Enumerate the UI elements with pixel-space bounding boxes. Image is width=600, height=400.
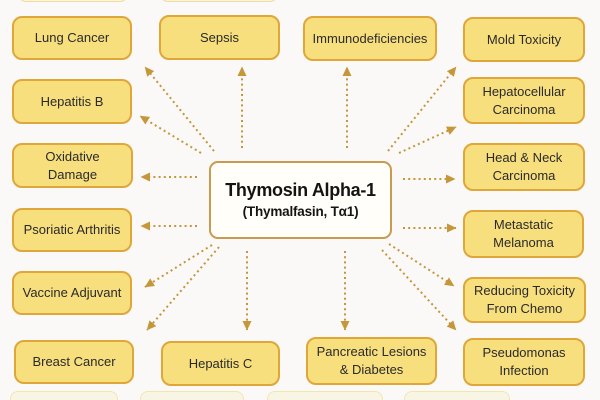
node-oxidative-damage: Oxidative Damage <box>12 143 133 188</box>
node-immunodeficiencies: Immunodeficiencies <box>303 16 437 61</box>
node-pseudomonas-infection: Pseudomonas Infection <box>463 338 585 386</box>
node-hepatocellular-carcinoma: Hepatocellular Carcinoma <box>463 77 585 124</box>
node-label: Immunodeficiencies <box>312 30 428 46</box>
node-mold-toxicity: Mold Toxicity <box>463 17 585 62</box>
arrow-to-vaccine-adjuvant <box>144 244 213 288</box>
center-node-subtitle: (Thymalfasin, Tα1) <box>242 203 359 219</box>
node-hepatitis-c: Hepatitis C <box>161 341 280 386</box>
arrow-to-pseudomonas-infection <box>381 249 457 331</box>
node-label: Breast Cancer <box>32 354 116 370</box>
node-label: Head & Neck Carcinoma <box>485 150 563 183</box>
node-head-neck-carcinoma: Head & Neck Carcinoma <box>463 143 585 191</box>
node-label: Pancreatic Lesions & Diabetes <box>316 344 427 377</box>
node-label: Pseudomonas Infection <box>482 345 566 378</box>
node-psoriatic-arthritis: Psoriatic Arthritis <box>12 208 132 252</box>
crop-artifact-bottom <box>267 391 383 400</box>
node-label: Hepatitis B <box>40 93 104 109</box>
arrow-to-lung-cancer <box>144 66 215 152</box>
crop-artifact-bottom <box>10 391 118 400</box>
node-reducing-toxicity-from-chemo: Reducing Toxicity From Chemo <box>463 277 586 323</box>
center-node-title: Thymosin Alpha-1 <box>225 180 376 201</box>
arrow-to-reducing-toxicity-from-chemo <box>388 243 455 287</box>
crop-artifact-bottom <box>404 391 510 400</box>
crop-artifact-top <box>160 0 278 2</box>
node-label: Hepatocellular Carcinoma <box>482 83 566 117</box>
node-label: Psoriatic Arthritis <box>23 222 121 238</box>
node-label: Hepatitis C <box>188 355 253 371</box>
arrow-to-hepatocellular-carcinoma <box>398 126 457 154</box>
crop-artifact-top <box>18 0 128 2</box>
node-metastatic-melanoma: Metastatic Melanoma <box>463 210 584 258</box>
node-label: Oxidative Damage <box>45 148 100 182</box>
node-label: Mold Toxicity <box>486 31 562 47</box>
node-pancreatic-lesions-diabetes: Pancreatic Lesions & Diabetes <box>306 337 437 385</box>
node-sepsis: Sepsis <box>159 15 280 60</box>
arrow-to-mold-toxicity <box>387 66 457 152</box>
arrow-to-hepatitis-b <box>139 115 202 154</box>
node-label: Sepsis <box>199 29 240 45</box>
arrow-to-breast-cancer <box>146 246 220 331</box>
center-node-thymosin-alpha-1: Thymosin Alpha-1 (Thymalfasin, Tα1) <box>209 161 392 239</box>
node-hepatitis-b: Hepatitis B <box>12 79 132 124</box>
node-label: Vaccine Adjuvant <box>22 285 122 301</box>
node-label: Reducing Toxicity From Chemo <box>474 283 575 316</box>
node-breast-cancer: Breast Cancer <box>14 340 134 384</box>
node-lung-cancer: Lung Cancer <box>12 16 132 60</box>
node-vaccine-adjuvant: Vaccine Adjuvant <box>12 271 132 315</box>
crop-artifact-bottom <box>140 391 244 400</box>
node-label: Lung Cancer <box>34 30 110 46</box>
node-label: Metastatic Melanoma <box>493 217 554 250</box>
